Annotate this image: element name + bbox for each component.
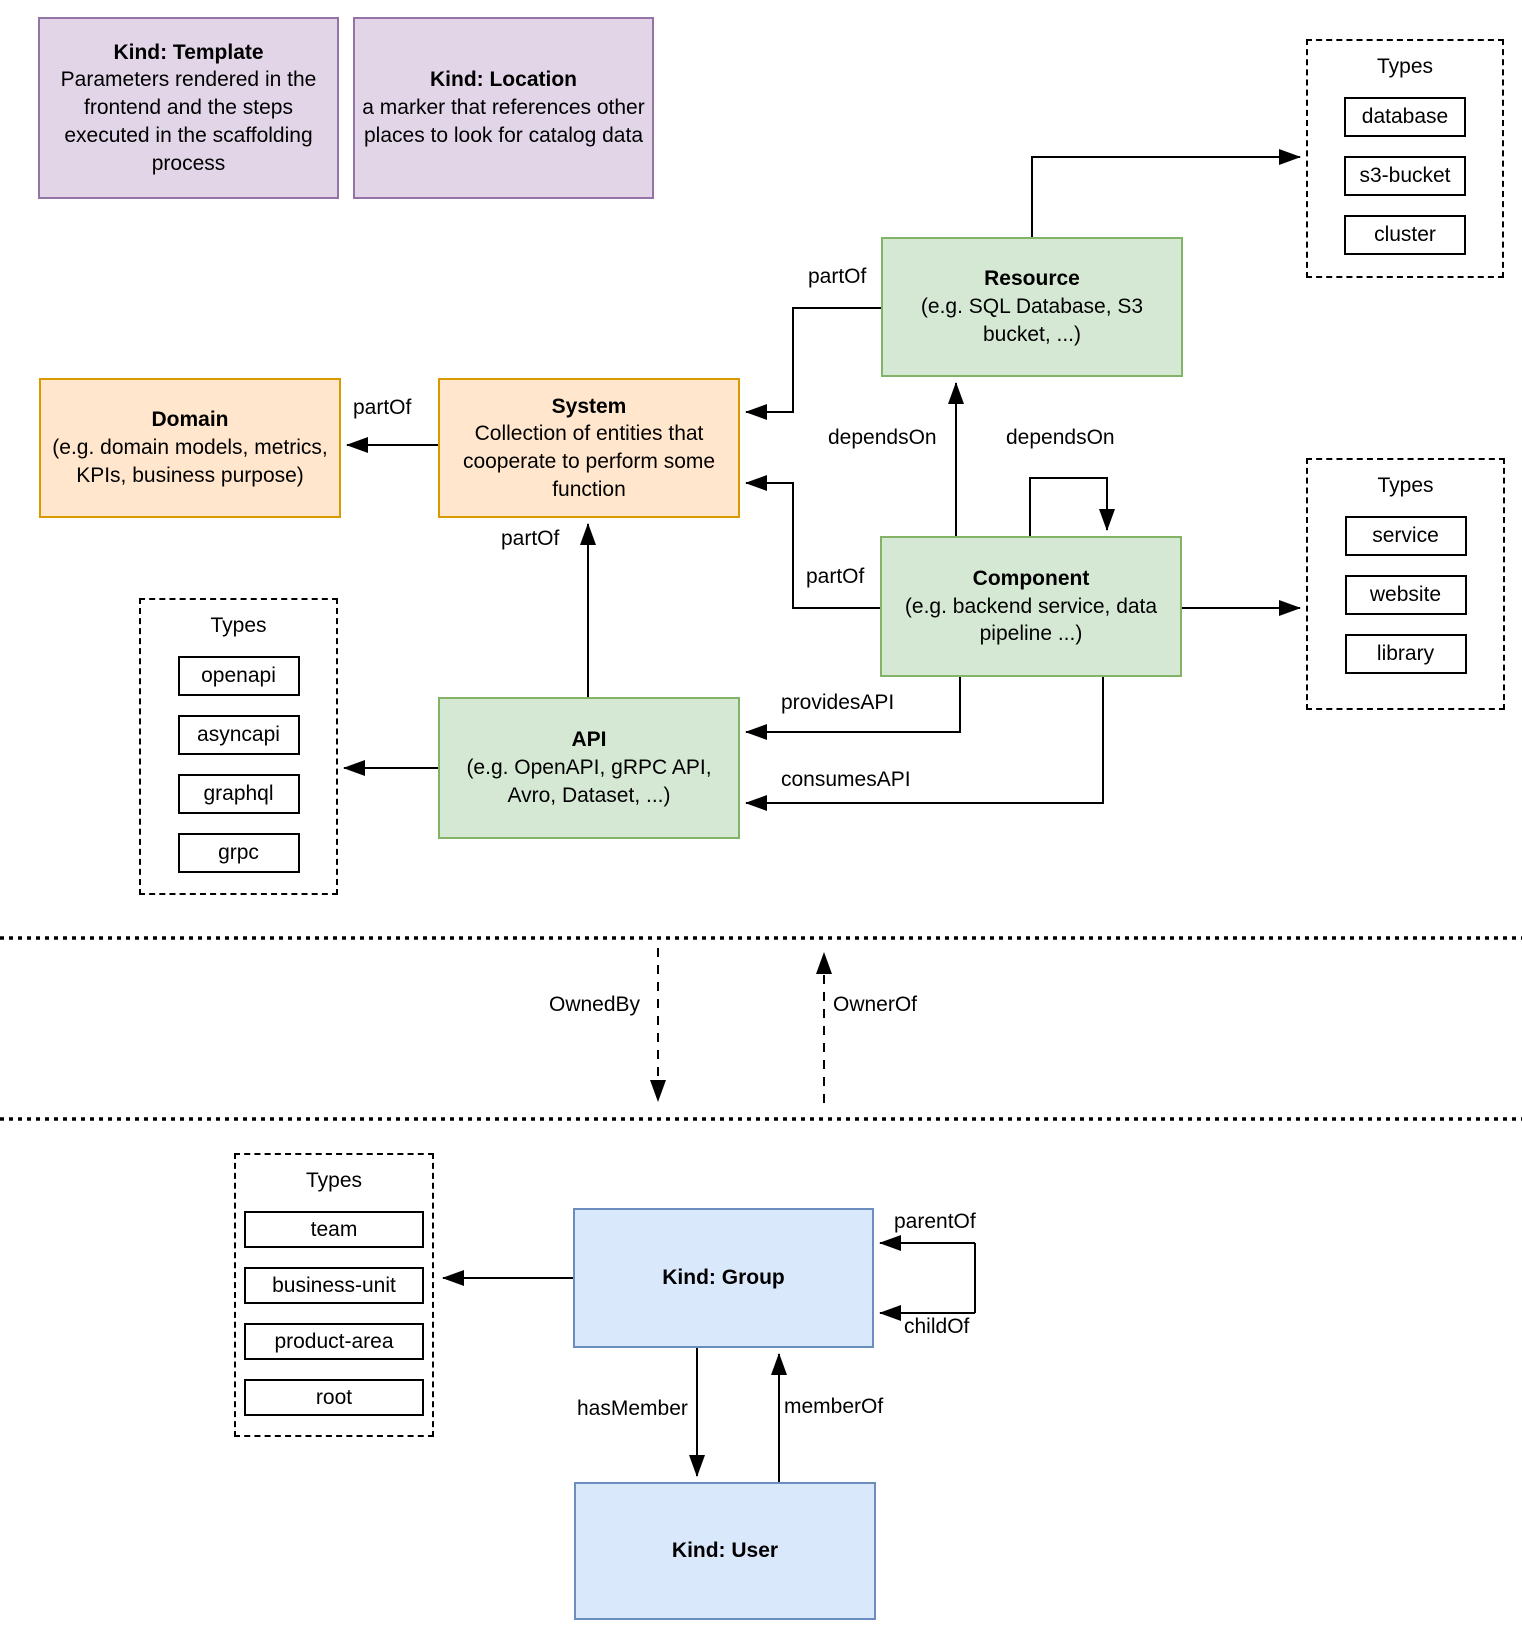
node-kind-group-title: Kind: Group — [662, 1266, 785, 1290]
node-kind-template: Kind: Template Parameters rendered in th… — [38, 17, 339, 199]
label-providesapi: providesAPI — [780, 691, 896, 714]
node-system: System Collection of entities that coope… — [438, 378, 740, 518]
edge-partof-component-to-system — [745, 475, 880, 609]
edge-partof-resource-to-system — [745, 307, 881, 420]
label-ownerof: OwnerOf — [832, 993, 919, 1016]
type-item-s3-bucket: s3-bucket — [1344, 156, 1466, 196]
node-api-title: API — [571, 728, 607, 752]
node-domain-body: (e.g. domain models, metrics, KPIs, busi… — [52, 436, 328, 487]
node-kind-template-title: Kind: Template — [113, 40, 264, 64]
type-item-database: database — [1344, 97, 1466, 137]
node-kind-user-title: Kind: User — [671, 1539, 779, 1563]
node-kind-location-title: Kind: Location — [430, 68, 577, 92]
node-kind-location-body: a marker that references other places to… — [362, 96, 645, 147]
node-domain-title: Domain — [151, 408, 229, 432]
edge-providesapi-component-to-api — [745, 677, 961, 740]
node-component-body: (e.g. backend service, data pipeline ...… — [904, 594, 1158, 646]
label-memberof: memberOf — [783, 1395, 885, 1418]
label-partof-resource-system: partOf — [807, 265, 868, 288]
label-partof-component-system: partOf — [805, 565, 866, 588]
type-item-grpc: grpc — [177, 833, 300, 873]
label-partof-system-domain: partOf — [352, 396, 413, 419]
node-component: Component (e.g. backend service, data pi… — [880, 536, 1182, 677]
typebox-component-types: Types service website library — [1306, 458, 1505, 710]
type-item-library: library — [1344, 634, 1467, 674]
type-item-team: team — [244, 1211, 424, 1248]
type-item-asyncapi: asyncapi — [177, 715, 300, 755]
node-resource-title: Resource — [984, 267, 1080, 291]
node-kind-user: Kind: User — [574, 1482, 876, 1620]
node-system-title: System — [551, 394, 627, 418]
node-api-body: (e.g. OpenAPI, gRPC API, Avro, Dataset, … — [466, 756, 712, 807]
typebox-component-types-title: Types — [1377, 474, 1434, 497]
type-item-graphql: graphql — [177, 774, 300, 814]
type-item-cluster: cluster — [1344, 215, 1466, 255]
type-item-service: service — [1344, 516, 1467, 556]
typebox-group-types: Types team business-unit product-area ro… — [234, 1153, 434, 1437]
label-hasmember: hasMember — [576, 1397, 689, 1420]
label-dependson-component-resource: dependsOn — [827, 426, 938, 449]
label-consumesapi: consumesAPI — [780, 768, 912, 791]
label-partof-api-system: partOf — [500, 527, 561, 550]
type-item-openapi: openapi — [177, 656, 300, 696]
type-item-product-area: product-area — [244, 1323, 424, 1360]
node-kind-group: Kind: Group — [573, 1208, 874, 1348]
type-item-root: root — [244, 1379, 424, 1416]
node-resource-body: (e.g. SQL Database, S3 bucket, ...) — [920, 295, 1144, 346]
typebox-resource-types-title: Types — [1376, 55, 1434, 78]
typebox-api-types-title: Types — [210, 614, 267, 637]
node-kind-location: Kind: Location a marker that references … — [353, 17, 654, 199]
type-item-business-unit: business-unit — [244, 1267, 424, 1304]
typebox-api-types: Types openapi asyncapi graphql grpc — [139, 598, 338, 895]
node-component-title: Component — [972, 566, 1090, 590]
label-childof: childOf — [903, 1315, 971, 1338]
typebox-group-types-title: Types — [305, 1169, 363, 1192]
type-item-website: website — [1344, 575, 1467, 615]
typebox-resource-types: Types database s3-bucket cluster — [1306, 39, 1504, 278]
node-domain: Domain (e.g. domain models, metrics, KPI… — [39, 378, 341, 518]
node-api: API (e.g. OpenAPI, gRPC API, Avro, Datas… — [438, 697, 740, 839]
label-ownedby: OwnedBy — [548, 993, 642, 1016]
node-kind-template-body: Parameters rendered in the frontend and … — [60, 68, 317, 175]
label-dependson-component-selfloop: dependsOn — [1005, 426, 1116, 449]
node-system-body: Collection of entities that cooperate to… — [462, 422, 716, 501]
edge-consumesapi-component-to-api — [745, 677, 1104, 811]
edge-dependson-component-selfloop — [1029, 477, 1115, 536]
node-resource: Resource (e.g. SQL Database, S3 bucket, … — [881, 237, 1183, 377]
edge-resource-to-resource-types — [1031, 149, 1301, 237]
label-parentof: parentOf — [893, 1210, 977, 1233]
